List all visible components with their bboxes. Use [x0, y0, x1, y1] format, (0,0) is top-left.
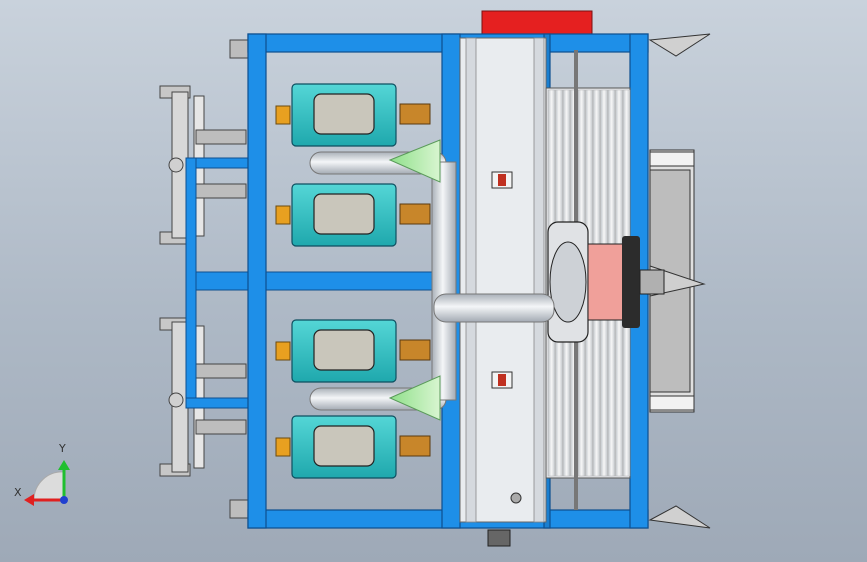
- motor-left-coupling: [275, 437, 291, 457]
- x-arrow-head: [24, 494, 34, 506]
- motor-unit: [275, 415, 431, 479]
- motor-right-gear: [399, 435, 431, 457]
- y-arrow-head: [58, 460, 70, 470]
- center-plate: [459, 37, 547, 547]
- left-rake-lower: [159, 317, 251, 519]
- motor-group: [275, 83, 431, 479]
- drive-assembly: [547, 221, 665, 343]
- motor-unit: [275, 183, 431, 247]
- motor-window: [313, 93, 375, 135]
- motor-left-coupling: [275, 205, 291, 225]
- motor-window: [313, 193, 375, 235]
- z-axis-dot: [60, 496, 68, 504]
- y-axis-label: Y: [59, 442, 66, 455]
- motor-right-gear: [399, 203, 431, 225]
- motor-right-gear: [399, 339, 431, 361]
- x-axis-label: X: [14, 486, 22, 499]
- motor-right-gear: [399, 103, 431, 125]
- motor-unit: [275, 83, 431, 147]
- triad-plane: [33, 471, 65, 501]
- motor-window: [313, 425, 375, 467]
- motor-window: [313, 329, 375, 371]
- motor-unit: [275, 319, 431, 383]
- main-frame: [247, 33, 649, 529]
- duct-pipes: [309, 139, 555, 421]
- motor-left-coupling: [275, 105, 291, 125]
- motor-left-coupling: [275, 341, 291, 361]
- top-red-block: [481, 10, 593, 38]
